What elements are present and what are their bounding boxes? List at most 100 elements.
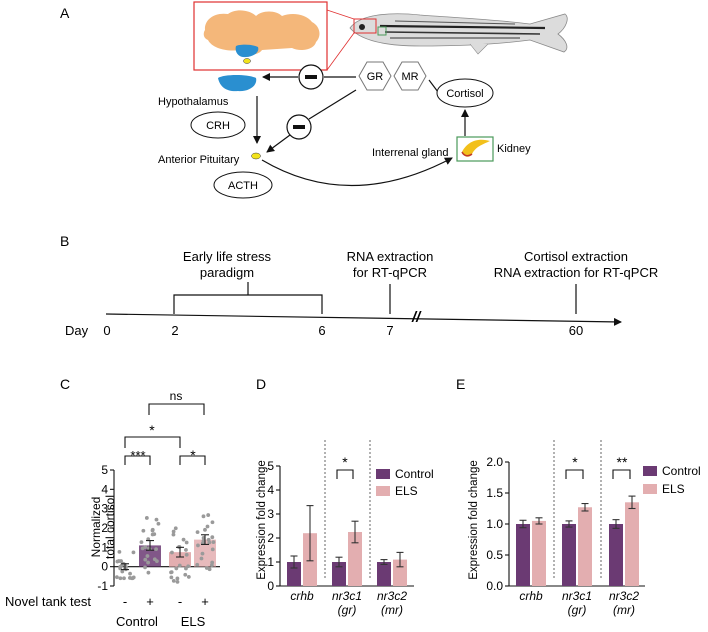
data-point xyxy=(184,548,188,552)
arrow xyxy=(261,157,453,187)
data-point xyxy=(143,557,148,562)
data-point xyxy=(170,550,174,555)
y-tick-label: -1 xyxy=(97,579,108,593)
data-point xyxy=(140,546,145,551)
arrow xyxy=(266,134,291,153)
anterior-pituitary-label: Anterior Pituitary xyxy=(158,154,240,166)
data-point xyxy=(175,580,180,584)
hypothalamus-icon xyxy=(218,75,257,92)
e-gene-label: nr3c1 xyxy=(562,589,592,603)
y-tick-label: 1.0 xyxy=(486,517,503,531)
sig-bracket-ns xyxy=(148,403,205,415)
e-ylabel: Expression fold change xyxy=(468,460,480,580)
cortisol-text-line2: RNA extraction for RT-qPCR xyxy=(494,265,658,280)
y-tick-label: 2 xyxy=(101,521,108,535)
data-point xyxy=(195,530,200,535)
e-plot xyxy=(509,495,645,587)
data-point xyxy=(181,537,186,542)
data-point xyxy=(174,566,179,571)
data-point xyxy=(184,552,189,557)
y-tick-label: 3 xyxy=(101,502,108,516)
d-ylabel: Expression fold change xyxy=(256,460,268,580)
novel-tank-mark: + xyxy=(201,594,209,609)
data-point xyxy=(130,576,135,581)
d-sig-bracket xyxy=(336,469,354,479)
data-point xyxy=(122,576,126,581)
connector xyxy=(308,89,357,120)
acth-ellipse xyxy=(213,171,273,199)
day-tick-label: 7 xyxy=(386,323,393,338)
sig-cross: * xyxy=(149,422,155,438)
panel-b-label: B xyxy=(60,233,69,249)
c-plot xyxy=(114,513,220,584)
bar xyxy=(625,502,639,586)
timeline-axis xyxy=(105,313,622,326)
data-point xyxy=(177,563,182,568)
e-legend-els: ELS xyxy=(662,482,685,496)
zoom-line xyxy=(326,32,355,71)
y-tick-label: 5 xyxy=(101,463,108,477)
panel-b: B Early life stress paradigm RNA extract… xyxy=(60,233,658,338)
y-tick-label: 0.0 xyxy=(486,579,503,593)
data-point xyxy=(154,517,159,522)
data-point xyxy=(150,528,155,533)
cortisol-ellipse xyxy=(436,78,494,108)
data-point xyxy=(195,562,200,567)
d-legend-control: Control xyxy=(395,467,434,481)
y-tick-label: 2 xyxy=(267,531,274,545)
data-point xyxy=(186,575,191,579)
bar xyxy=(578,507,592,586)
brain-icon xyxy=(203,10,320,64)
data-point xyxy=(156,521,161,526)
y-tick-label: 2.0 xyxy=(486,455,503,469)
hypothalamus-label: Hypothalamus xyxy=(158,96,229,108)
zebrafish-icon xyxy=(349,13,568,55)
rna-text-line1: RNA extraction xyxy=(347,249,434,264)
e-legend-swatch-els xyxy=(643,484,657,494)
bar xyxy=(516,524,530,586)
cortisol-label: Cortisol xyxy=(446,88,483,100)
novel-tank-mark: - xyxy=(178,594,182,609)
panel-a: A Hypothalamus xyxy=(60,1,568,199)
bar xyxy=(562,524,576,586)
day-tick-label: 2 xyxy=(171,323,178,338)
bar xyxy=(609,524,623,586)
e-gene-label: crhb xyxy=(519,589,543,603)
data-point xyxy=(146,570,151,575)
data-point xyxy=(152,557,157,562)
y-tick-label: 0 xyxy=(101,560,108,574)
novel-tank-label: Novel tank test xyxy=(5,594,91,609)
d-legend-swatch-control xyxy=(376,469,390,479)
panel-d-label: D xyxy=(256,376,266,392)
data-point xyxy=(154,547,158,551)
data-point xyxy=(171,578,176,583)
crh-ellipse xyxy=(190,111,246,139)
d-gene-label: nr3c1 xyxy=(332,589,362,603)
bar xyxy=(532,520,546,586)
d-sig: * xyxy=(342,454,348,470)
e-legend-control: Control xyxy=(662,464,701,478)
connector xyxy=(428,79,439,93)
group-label-els: ELS xyxy=(181,614,206,629)
data-point xyxy=(210,520,215,525)
hypothalamus-shape xyxy=(235,44,259,58)
y-tick-label: 5 xyxy=(267,459,274,473)
kidney-label: Kidney xyxy=(497,143,531,155)
e-gene-sub: (gr) xyxy=(568,603,587,617)
panel-e: E Expression fold change 0.00.51.01.52.0… xyxy=(456,376,701,617)
sig-ns: ns xyxy=(170,389,183,403)
mr-hexagon xyxy=(393,61,427,91)
pituitary-shape xyxy=(243,58,251,64)
e-sig-2: ** xyxy=(617,454,628,470)
kidney-icon xyxy=(461,139,490,157)
data-point xyxy=(200,551,205,556)
data-point xyxy=(205,524,210,529)
data-point xyxy=(206,537,211,542)
data-point xyxy=(171,532,176,537)
data-point xyxy=(169,570,173,575)
novel-tank-mark: + xyxy=(146,594,154,609)
e-sig-bracket-2 xyxy=(612,469,631,479)
y-tick-label: 0.5 xyxy=(486,548,503,562)
